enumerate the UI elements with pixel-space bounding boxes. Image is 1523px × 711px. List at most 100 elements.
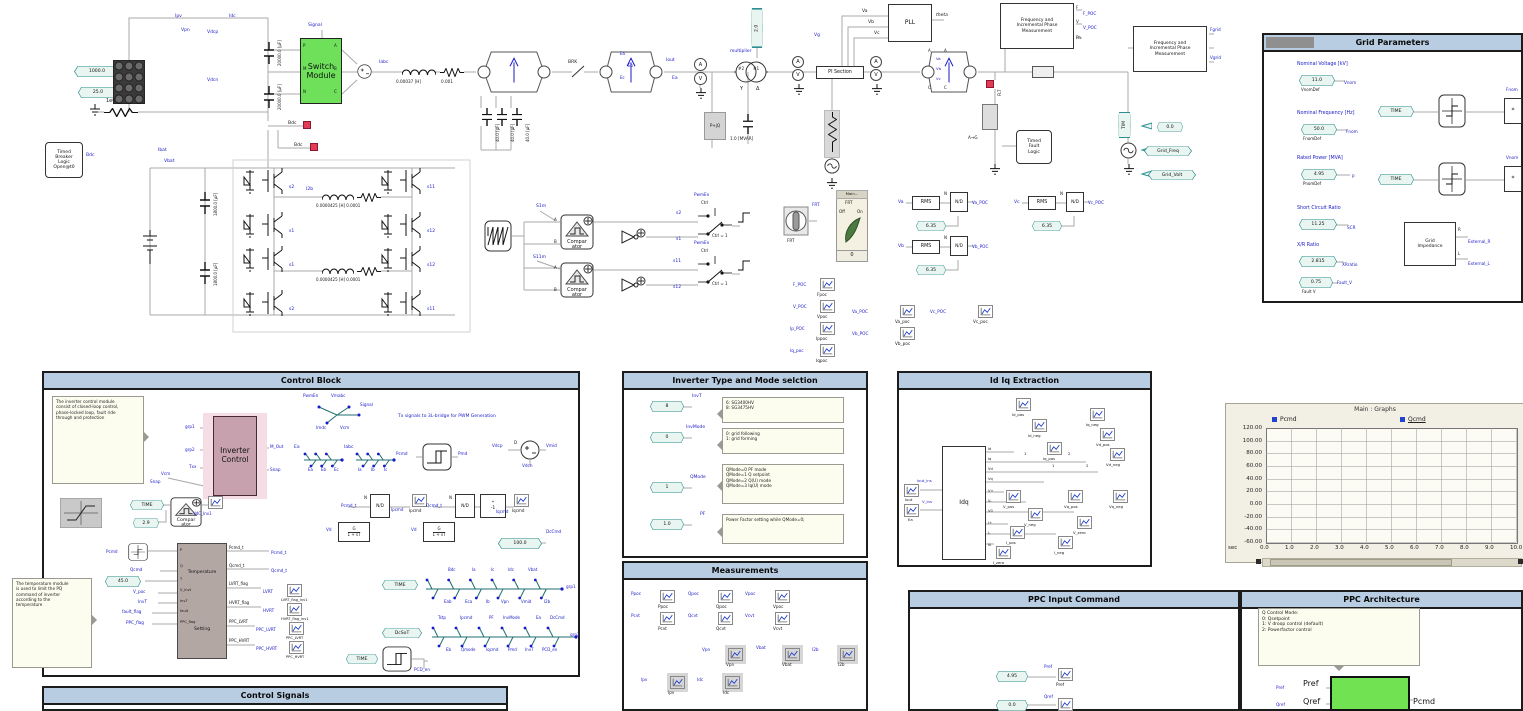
plot-ms-vcvt[interactable] (775, 612, 790, 625)
plot-ms-qpoc[interactable] (718, 590, 733, 603)
plot-ppc-qref[interactable] (1058, 698, 1073, 711)
meter-ammeter[interactable]: A (694, 58, 707, 71)
fault-breaker-flt[interactable] (986, 80, 994, 88)
meter-voltmeter[interactable]: V (694, 72, 707, 85)
graph-legend-qcmd[interactable]: Qcmd (1400, 416, 1426, 423)
meter-a-post-pi[interactable]: A (870, 56, 882, 68)
gp-faultv-oval[interactable]: 0.75 (1299, 277, 1333, 288)
cb-29-oval[interactable]: 2.9 (133, 518, 159, 528)
inverter-gate-2[interactable] (620, 276, 646, 294)
panel-tab-grid-parameters[interactable] (1266, 37, 1314, 48)
limiter-icon[interactable] (60, 498, 102, 528)
plot-ms-vpn[interactable] (728, 648, 743, 661)
plot-vbpoc[interactable] (900, 327, 915, 340)
gp-time-1[interactable]: TIME (1378, 106, 1414, 117)
plot-ms-vpoc[interactable] (775, 590, 790, 603)
nd-qcmd[interactable]: N/D (455, 494, 475, 518)
three-phase-breakout-3[interactable] (920, 48, 978, 96)
pv-array-icon[interactable]: + (113, 60, 145, 104)
const-635-2[interactable]: 6.35 (916, 265, 946, 275)
gp-mult-2[interactable]: * (1504, 166, 1522, 192)
plot-iqpoc[interactable] (820, 344, 835, 357)
gp-time-2[interactable]: TIME (1378, 174, 1414, 185)
label-grid-volt[interactable]: Grid_Volt (1148, 170, 1196, 180)
plot-ms-vbat[interactable] (785, 648, 800, 661)
ppc-pref-oval[interactable]: 4.95 (996, 671, 1028, 682)
graph-legend-pcmd[interactable]: Pcmd (1272, 416, 1297, 423)
cb-time-merge1[interactable]: TIME (382, 580, 418, 590)
const-635-1[interactable]: 6.35 (916, 221, 946, 231)
plot-v-ins[interactable] (904, 504, 919, 517)
plot-v-zero[interactable] (1077, 516, 1092, 529)
gp-fnom-oval[interactable]: 50.0 (1301, 124, 1337, 135)
cb-time-oval[interactable]: TIME (130, 500, 164, 510)
frt-dial-header[interactable]: Main... (836, 190, 868, 199)
igbt-leg1-2[interactable] (238, 212, 286, 238)
const-temperature[interactable]: 25.0 (78, 87, 118, 98)
arrow-grid-1[interactable] (1140, 122, 1152, 130)
nd-pcmd[interactable]: N/D (370, 494, 390, 518)
pjq-load[interactable]: P+jQ (704, 112, 726, 140)
frt-dial-value[interactable]: 0 (836, 250, 868, 262)
igbt-leg1-3[interactable] (238, 246, 286, 272)
rms-block-3[interactable]: RMS (1028, 196, 1056, 210)
gp-scr-oval[interactable]: 11.25 (1299, 219, 1337, 230)
dc-breaker-2[interactable] (310, 143, 318, 151)
igbt-leg2-2[interactable] (376, 212, 424, 238)
igbt-leg1-1[interactable] (238, 168, 286, 194)
plot-vq-pos[interactable] (1068, 490, 1083, 503)
igbt-leg2-3[interactable] (376, 246, 424, 272)
three-phase-breakout-2[interactable] (598, 48, 664, 96)
it-pf-oval[interactable]: 1.0 (650, 519, 684, 530)
inverter-gate-1[interactable] (620, 228, 646, 246)
const-grid-zero[interactable]: 0.0 (1157, 122, 1183, 132)
igbt-leg2-4[interactable] (376, 290, 424, 316)
grid-source[interactable] (1120, 142, 1137, 159)
ea-breakout[interactable] (302, 452, 344, 468)
plot-hvrt[interactable] (287, 603, 302, 616)
rms-block-1[interactable]: RMS (912, 196, 940, 210)
plot-i-zero[interactable] (996, 546, 1011, 559)
plot-ms-qcvt[interactable] (718, 612, 733, 625)
pi-section[interactable]: PI Section (816, 66, 864, 79)
plot-iq-pos[interactable] (1047, 442, 1062, 455)
plot-ms-ppoc[interactable] (660, 590, 675, 603)
signal-fan[interactable] (315, 403, 363, 425)
plot-ms-ipv[interactable] (670, 676, 685, 689)
const-45[interactable]: 45.0 (105, 576, 141, 587)
plot-v-pos[interactable] (1006, 490, 1021, 503)
dc-breaker-1[interactable] (303, 121, 311, 129)
plot-id-pos[interactable] (1016, 398, 1031, 411)
plot-iq-neg[interactable] (1090, 408, 1105, 421)
pwm-switch-1[interactable] (698, 208, 732, 242)
ppc-controller[interactable] (1330, 676, 1410, 711)
plot-ms-pcvt[interactable] (660, 612, 675, 625)
igbt-leg2-1[interactable] (376, 168, 424, 194)
gp-sampler-2[interactable] (1438, 162, 1466, 196)
frt-dial-needle[interactable] (842, 216, 862, 244)
plot-v-neg[interactable] (1028, 508, 1043, 521)
scrollbar-end-left-icon[interactable] (1256, 559, 1261, 564)
plot-vdc-inv1[interactable] (208, 496, 223, 509)
nd-block-2[interactable]: N/D (950, 236, 968, 256)
plot-ppclvrt[interactable] (289, 622, 304, 635)
const-irradiance[interactable]: 1000.0 (74, 66, 120, 77)
rms-block-2[interactable]: RMS (912, 240, 940, 254)
it-invmode-oval[interactable]: 0 (650, 432, 684, 443)
hysteresis-pcd[interactable] (382, 646, 412, 672)
plot-id-neg[interactable] (1032, 419, 1047, 432)
gp-vnom-oval[interactable]: 11.0 (1299, 75, 1335, 86)
plot-vd-neg[interactable] (1110, 448, 1125, 461)
scrollbar-end-right-icon[interactable] (1518, 559, 1523, 564)
battery-icon[interactable] (143, 230, 157, 264)
